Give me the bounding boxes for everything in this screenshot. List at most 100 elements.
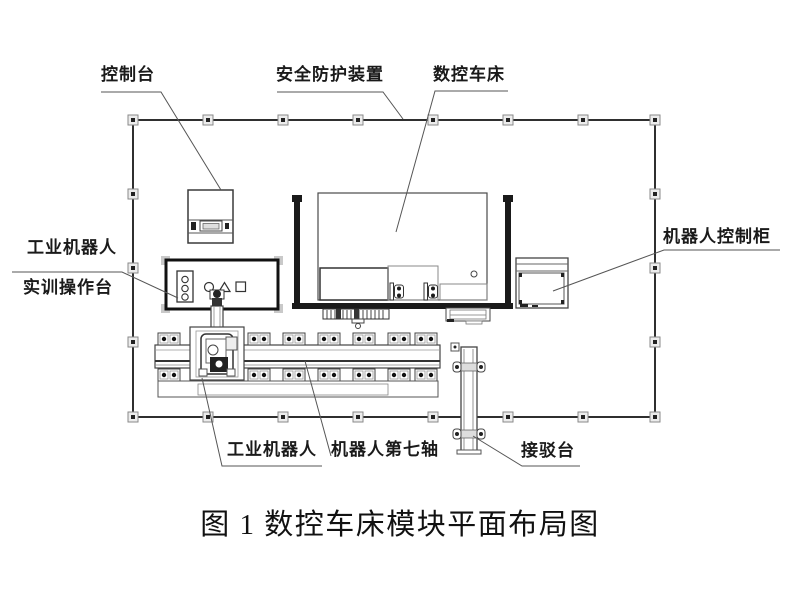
bearing-cell bbox=[259, 334, 269, 344]
robot-control-cabinet bbox=[515, 257, 569, 309]
cnc-lathe bbox=[317, 192, 491, 329]
bearing-block bbox=[157, 332, 181, 346]
fence-post-core bbox=[653, 192, 657, 196]
bearing-cell bbox=[249, 370, 259, 380]
button-panel bbox=[176, 270, 194, 303]
safety-enclosure bbox=[292, 195, 513, 309]
bearing-block bbox=[387, 332, 411, 346]
lathe-left-unit bbox=[319, 267, 389, 301]
bearing-bolt bbox=[391, 336, 397, 342]
industrial-robot-label: 工业机器人 bbox=[227, 440, 317, 459]
bearing-cell bbox=[354, 370, 364, 380]
control-console-body bbox=[187, 189, 234, 244]
bearing-cell bbox=[259, 370, 269, 380]
fence-post-core bbox=[506, 118, 510, 122]
leader-training-console bbox=[12, 271, 179, 299]
bearing-bolt bbox=[251, 336, 257, 342]
bearing-bolt bbox=[261, 336, 267, 342]
bearing-cell bbox=[294, 334, 304, 344]
fence-post-core bbox=[206, 415, 210, 419]
fence-post-core bbox=[206, 118, 210, 122]
bearing-bolt bbox=[296, 372, 302, 378]
fence-posts bbox=[127, 114, 661, 423]
leader-docking-station bbox=[472, 435, 580, 467]
fence-post-core bbox=[431, 415, 435, 419]
bearing-cell bbox=[426, 370, 436, 380]
figure-caption: 图 1 数控车床模块平面布局图 bbox=[200, 509, 600, 541]
bearing-bolt bbox=[366, 372, 372, 378]
bearing-cell bbox=[426, 334, 436, 344]
bearing-bolt bbox=[286, 336, 292, 342]
cabinet-body bbox=[515, 257, 569, 309]
lathe-knob bbox=[470, 270, 478, 278]
fence-post-core bbox=[431, 118, 435, 122]
fence-post-core bbox=[506, 415, 510, 419]
bearing-block bbox=[317, 332, 341, 346]
fence-post-core bbox=[131, 266, 135, 270]
bearing-cell bbox=[364, 370, 374, 380]
safety-guard-label: 安全防护装置 bbox=[276, 65, 384, 84]
robot-shoulder bbox=[225, 336, 238, 351]
bearing-cell bbox=[159, 370, 169, 380]
training-console-label-line2: 实训操作台 bbox=[23, 278, 113, 297]
docking-station-label: 接驳台 bbox=[521, 441, 575, 460]
lathe-vent-unit bbox=[445, 307, 491, 325]
bearing-block bbox=[414, 332, 438, 346]
console-button-left bbox=[191, 222, 196, 230]
fence-post-core bbox=[281, 118, 285, 122]
circle-marker bbox=[203, 281, 215, 293]
bearing-cell bbox=[416, 370, 426, 380]
leader-control-console bbox=[101, 91, 222, 191]
bearing-cell bbox=[169, 370, 179, 380]
bearing-cell bbox=[329, 334, 339, 344]
fence-post-core bbox=[281, 415, 285, 419]
bearing-cell bbox=[389, 370, 399, 380]
bearing-bolt bbox=[391, 372, 397, 378]
fence-post-core bbox=[356, 118, 360, 122]
docking-station bbox=[450, 342, 486, 455]
fence-post-core bbox=[131, 340, 135, 344]
bearing-cell bbox=[319, 370, 329, 380]
bearing-cell bbox=[169, 334, 179, 344]
bearing-cell bbox=[399, 370, 409, 380]
bearing-block bbox=[282, 332, 306, 346]
fence-post-core bbox=[131, 118, 135, 122]
bearing-bolt bbox=[331, 336, 337, 342]
console-button-right bbox=[225, 223, 229, 229]
bearing-bolt bbox=[296, 336, 302, 342]
bearing-bolt bbox=[251, 372, 257, 378]
lathe-tailstock bbox=[423, 282, 438, 301]
enclosure-left-bar bbox=[294, 197, 300, 307]
training-console-label-line1: 工业机器人 bbox=[27, 238, 117, 257]
docking-clamp-bottom bbox=[452, 428, 486, 440]
bearing-bolt bbox=[286, 372, 292, 378]
bearing-block bbox=[247, 332, 271, 346]
robot-control-cabinet-label: 机器人控制柜 bbox=[663, 227, 771, 246]
fence-post-core bbox=[581, 415, 585, 419]
bearing-bolt bbox=[161, 336, 167, 342]
bearing-bolt bbox=[428, 372, 434, 378]
fence-post-core bbox=[653, 266, 657, 270]
bearing-cell bbox=[354, 334, 364, 344]
bearing-cell bbox=[399, 334, 409, 344]
bearing-bolt bbox=[261, 372, 267, 378]
lathe-center-unit bbox=[387, 265, 439, 301]
bearing-cell bbox=[284, 370, 294, 380]
rail-base-plate bbox=[157, 380, 439, 398]
lathe-hatched-base bbox=[322, 308, 390, 329]
fence-post-core bbox=[653, 340, 657, 344]
square-marker bbox=[235, 281, 247, 293]
bearing-bolt bbox=[356, 336, 362, 342]
docking-clamp-top bbox=[452, 361, 486, 373]
bearing-bolt bbox=[366, 336, 372, 342]
bearing-bolt bbox=[161, 372, 167, 378]
bearing-bolt bbox=[171, 372, 177, 378]
bearing-cell bbox=[389, 334, 399, 344]
bearing-cell bbox=[329, 370, 339, 380]
fence-post-core bbox=[653, 415, 657, 419]
fence-post-core bbox=[131, 415, 135, 419]
bearing-bolt bbox=[356, 372, 362, 378]
bearing-cell bbox=[249, 334, 259, 344]
safety-fence bbox=[127, 114, 661, 423]
